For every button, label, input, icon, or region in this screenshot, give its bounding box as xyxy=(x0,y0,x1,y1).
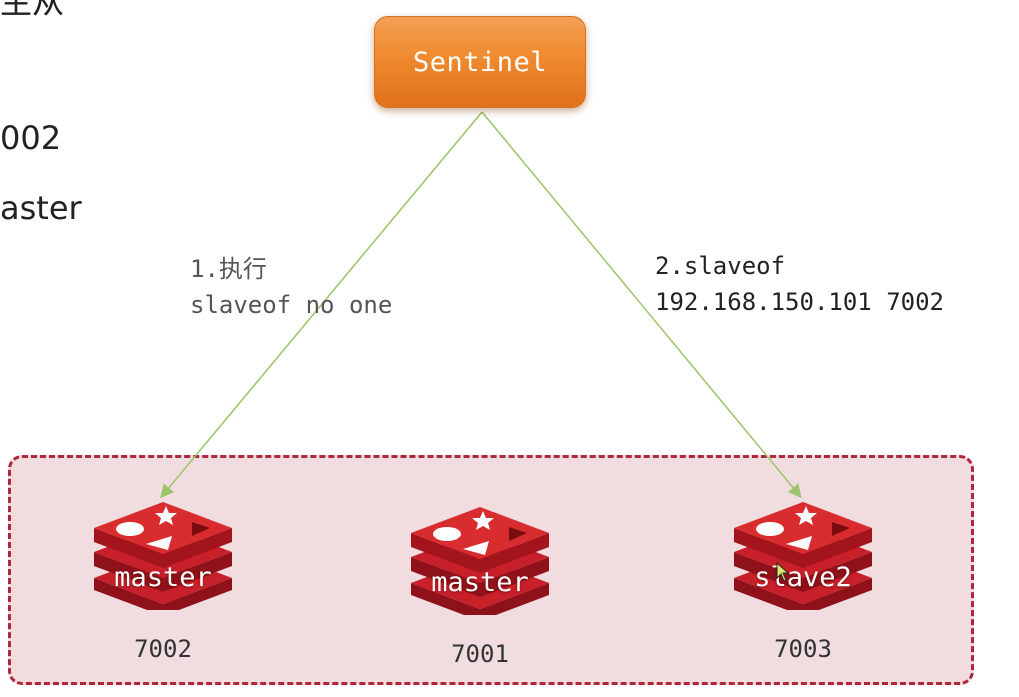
node-role-label: slave2 xyxy=(754,562,852,593)
sentinel-node[interactable]: Sentinel xyxy=(374,16,586,108)
step1-line2: slaveof no one xyxy=(190,291,393,319)
step2-line2: 192.168.150.101 7002 xyxy=(655,288,944,316)
redis-node-7001[interactable]: master 7001 xyxy=(405,505,555,695)
redis-node-7003[interactable]: slave2 7003 xyxy=(728,500,878,690)
node-role-label: master xyxy=(431,567,529,598)
step1-line1: 1.执行 xyxy=(190,255,267,283)
cut-off-port-fragment: 002 xyxy=(0,119,62,157)
redis-logo-icon xyxy=(411,507,549,615)
step2-label: 2.slaveof 192.168.150.101 7002 xyxy=(655,248,944,320)
redis-logo-icon xyxy=(94,502,232,610)
redis-node-7002[interactable]: master 7002 xyxy=(88,500,238,690)
step1-label: 1.执行 slaveof no one xyxy=(190,251,392,323)
node-port-label: 7001 xyxy=(451,640,509,668)
step2-line1: 2.slaveof xyxy=(655,252,786,280)
redis-logo-icon xyxy=(734,502,872,610)
sentinel-label: Sentinel xyxy=(412,46,548,78)
node-port-label: 7003 xyxy=(774,635,832,663)
cut-off-master-fragment: aster xyxy=(0,189,82,227)
node-role-label: master xyxy=(114,562,212,593)
mouse-cursor-icon xyxy=(776,562,790,582)
node-port-label: 7002 xyxy=(134,635,192,663)
cut-off-heading-fragment: 主从 xyxy=(0,0,65,21)
